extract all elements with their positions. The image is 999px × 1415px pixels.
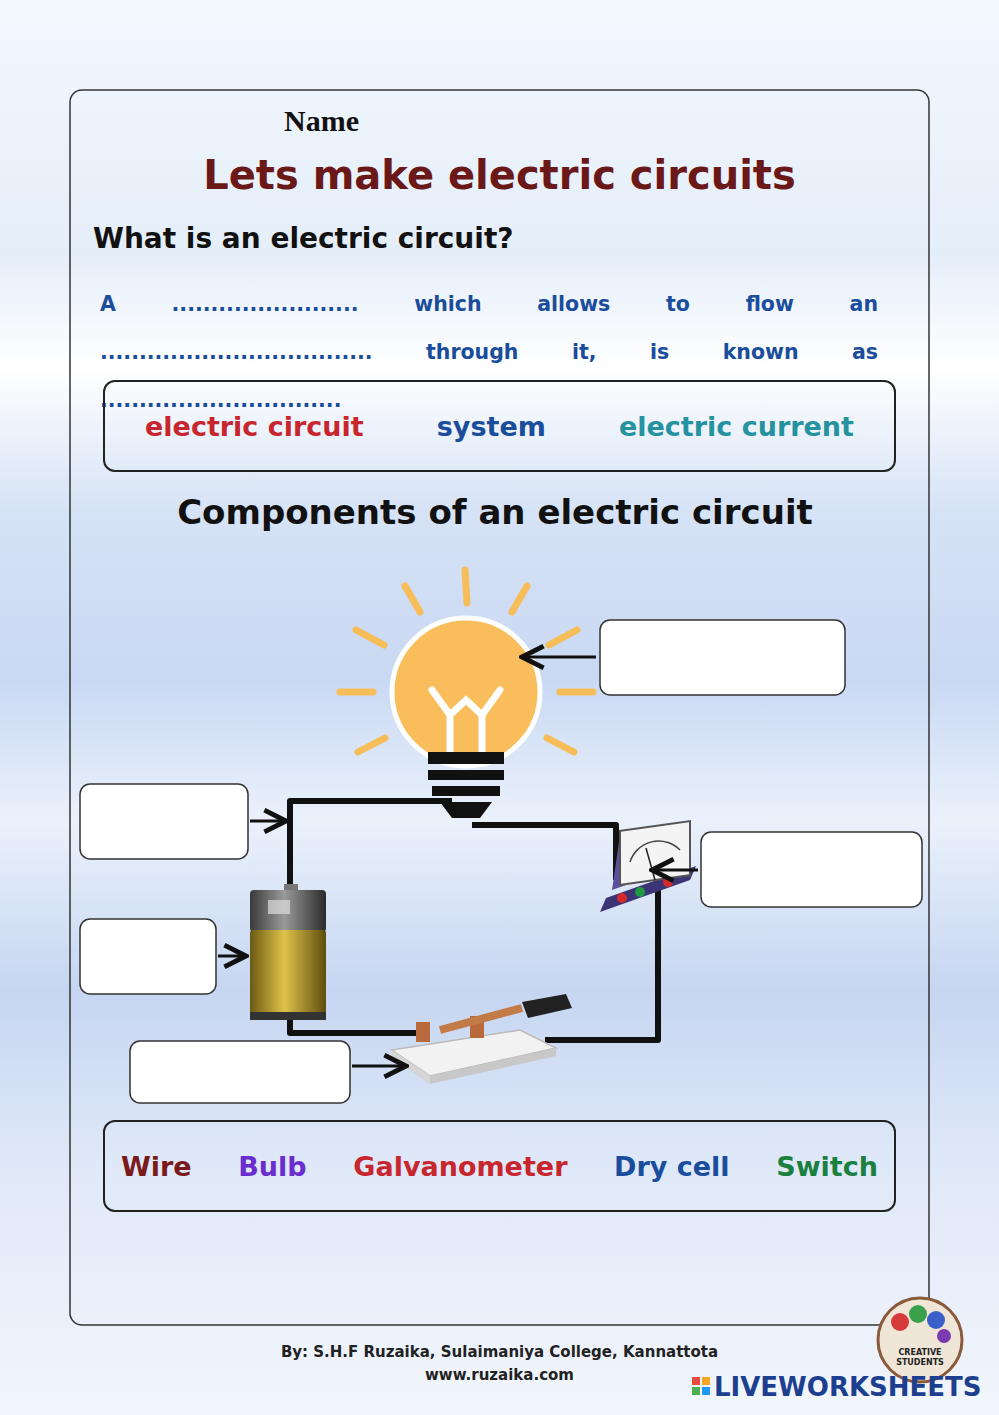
logo-text: CREATIVE xyxy=(895,1348,945,1357)
galvanometer-drawing xyxy=(600,821,696,912)
word-option: system xyxy=(437,411,546,442)
logo-text: STUDENTS xyxy=(895,1358,945,1367)
dry-cell-drawing xyxy=(250,884,326,1020)
worksheet-title: Lets make electric circuits xyxy=(0,152,999,198)
page-frame xyxy=(70,90,929,1325)
switch-drawing xyxy=(392,994,572,1084)
leader-arrow xyxy=(218,657,698,1066)
footer-credit: By: S.H.F Ruzaika, Sulaimaniya College, … xyxy=(0,1343,999,1361)
word-option: Wire xyxy=(121,1151,192,1182)
word-bank: electric circuit system electric current xyxy=(103,380,896,472)
section-heading: Components of an electric circuit xyxy=(0,492,990,532)
watermark: LIVEWORKSHEETS xyxy=(714,1372,982,1402)
bulb-drawing xyxy=(340,570,593,818)
fill-in-sentence: A ........................ which allows … xyxy=(100,280,878,424)
creative-students-logo xyxy=(878,1298,962,1382)
word-bank: Wire Bulb Galvanometer Dry cell Switch xyxy=(103,1120,896,1212)
word-option: Bulb xyxy=(238,1151,306,1182)
word-option: Switch xyxy=(776,1151,878,1182)
word-option: Dry cell xyxy=(614,1151,730,1182)
name-field: Name xyxy=(284,104,359,138)
word-option: electric current xyxy=(619,411,854,442)
wire xyxy=(290,801,658,1040)
liveworksheets-icon xyxy=(692,1377,710,1395)
question-heading: What is an electric circuit? xyxy=(93,222,514,255)
word-option: Galvanometer xyxy=(353,1151,567,1182)
answer-box xyxy=(80,620,922,1103)
word-option: electric circuit xyxy=(145,411,364,442)
